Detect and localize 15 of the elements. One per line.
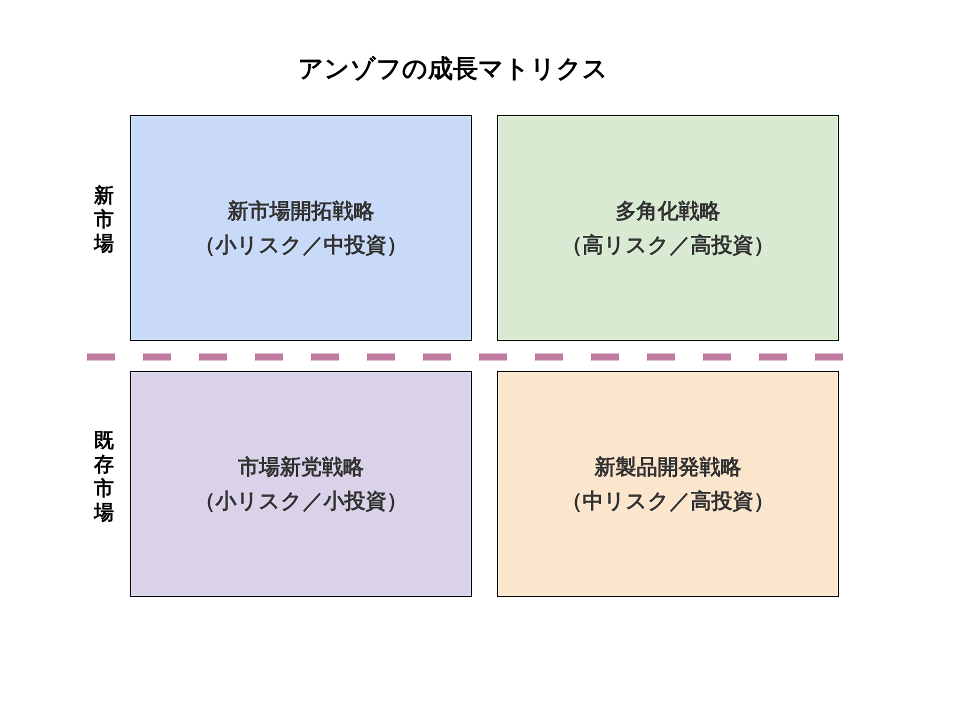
- strategy-name: 新市場開拓戦略: [228, 198, 374, 225]
- risk-investment-note: （小リスク／小投資）: [194, 488, 408, 515]
- risk-investment-note: （高リスク／高投資）: [562, 232, 774, 259]
- strategy-name: 新製品開発戦略: [594, 454, 742, 481]
- quadrant-box: [130, 115, 472, 341]
- strategy-name: 多角化戦略: [616, 198, 720, 225]
- title: アンゾフの成長マトリクス: [297, 53, 609, 85]
- quadrant-box: [497, 115, 839, 341]
- quadrant-box: [497, 371, 839, 597]
- risk-investment-note: （小リスク／中投資）: [194, 232, 408, 259]
- risk-investment-note: （中リスク／高投資）: [562, 488, 774, 515]
- axis-label: 新市場: [94, 183, 114, 255]
- axis-label: 既存市場: [94, 428, 114, 524]
- strategy-name: 市場新党戦略: [238, 454, 364, 481]
- quadrant-box: [130, 371, 472, 597]
